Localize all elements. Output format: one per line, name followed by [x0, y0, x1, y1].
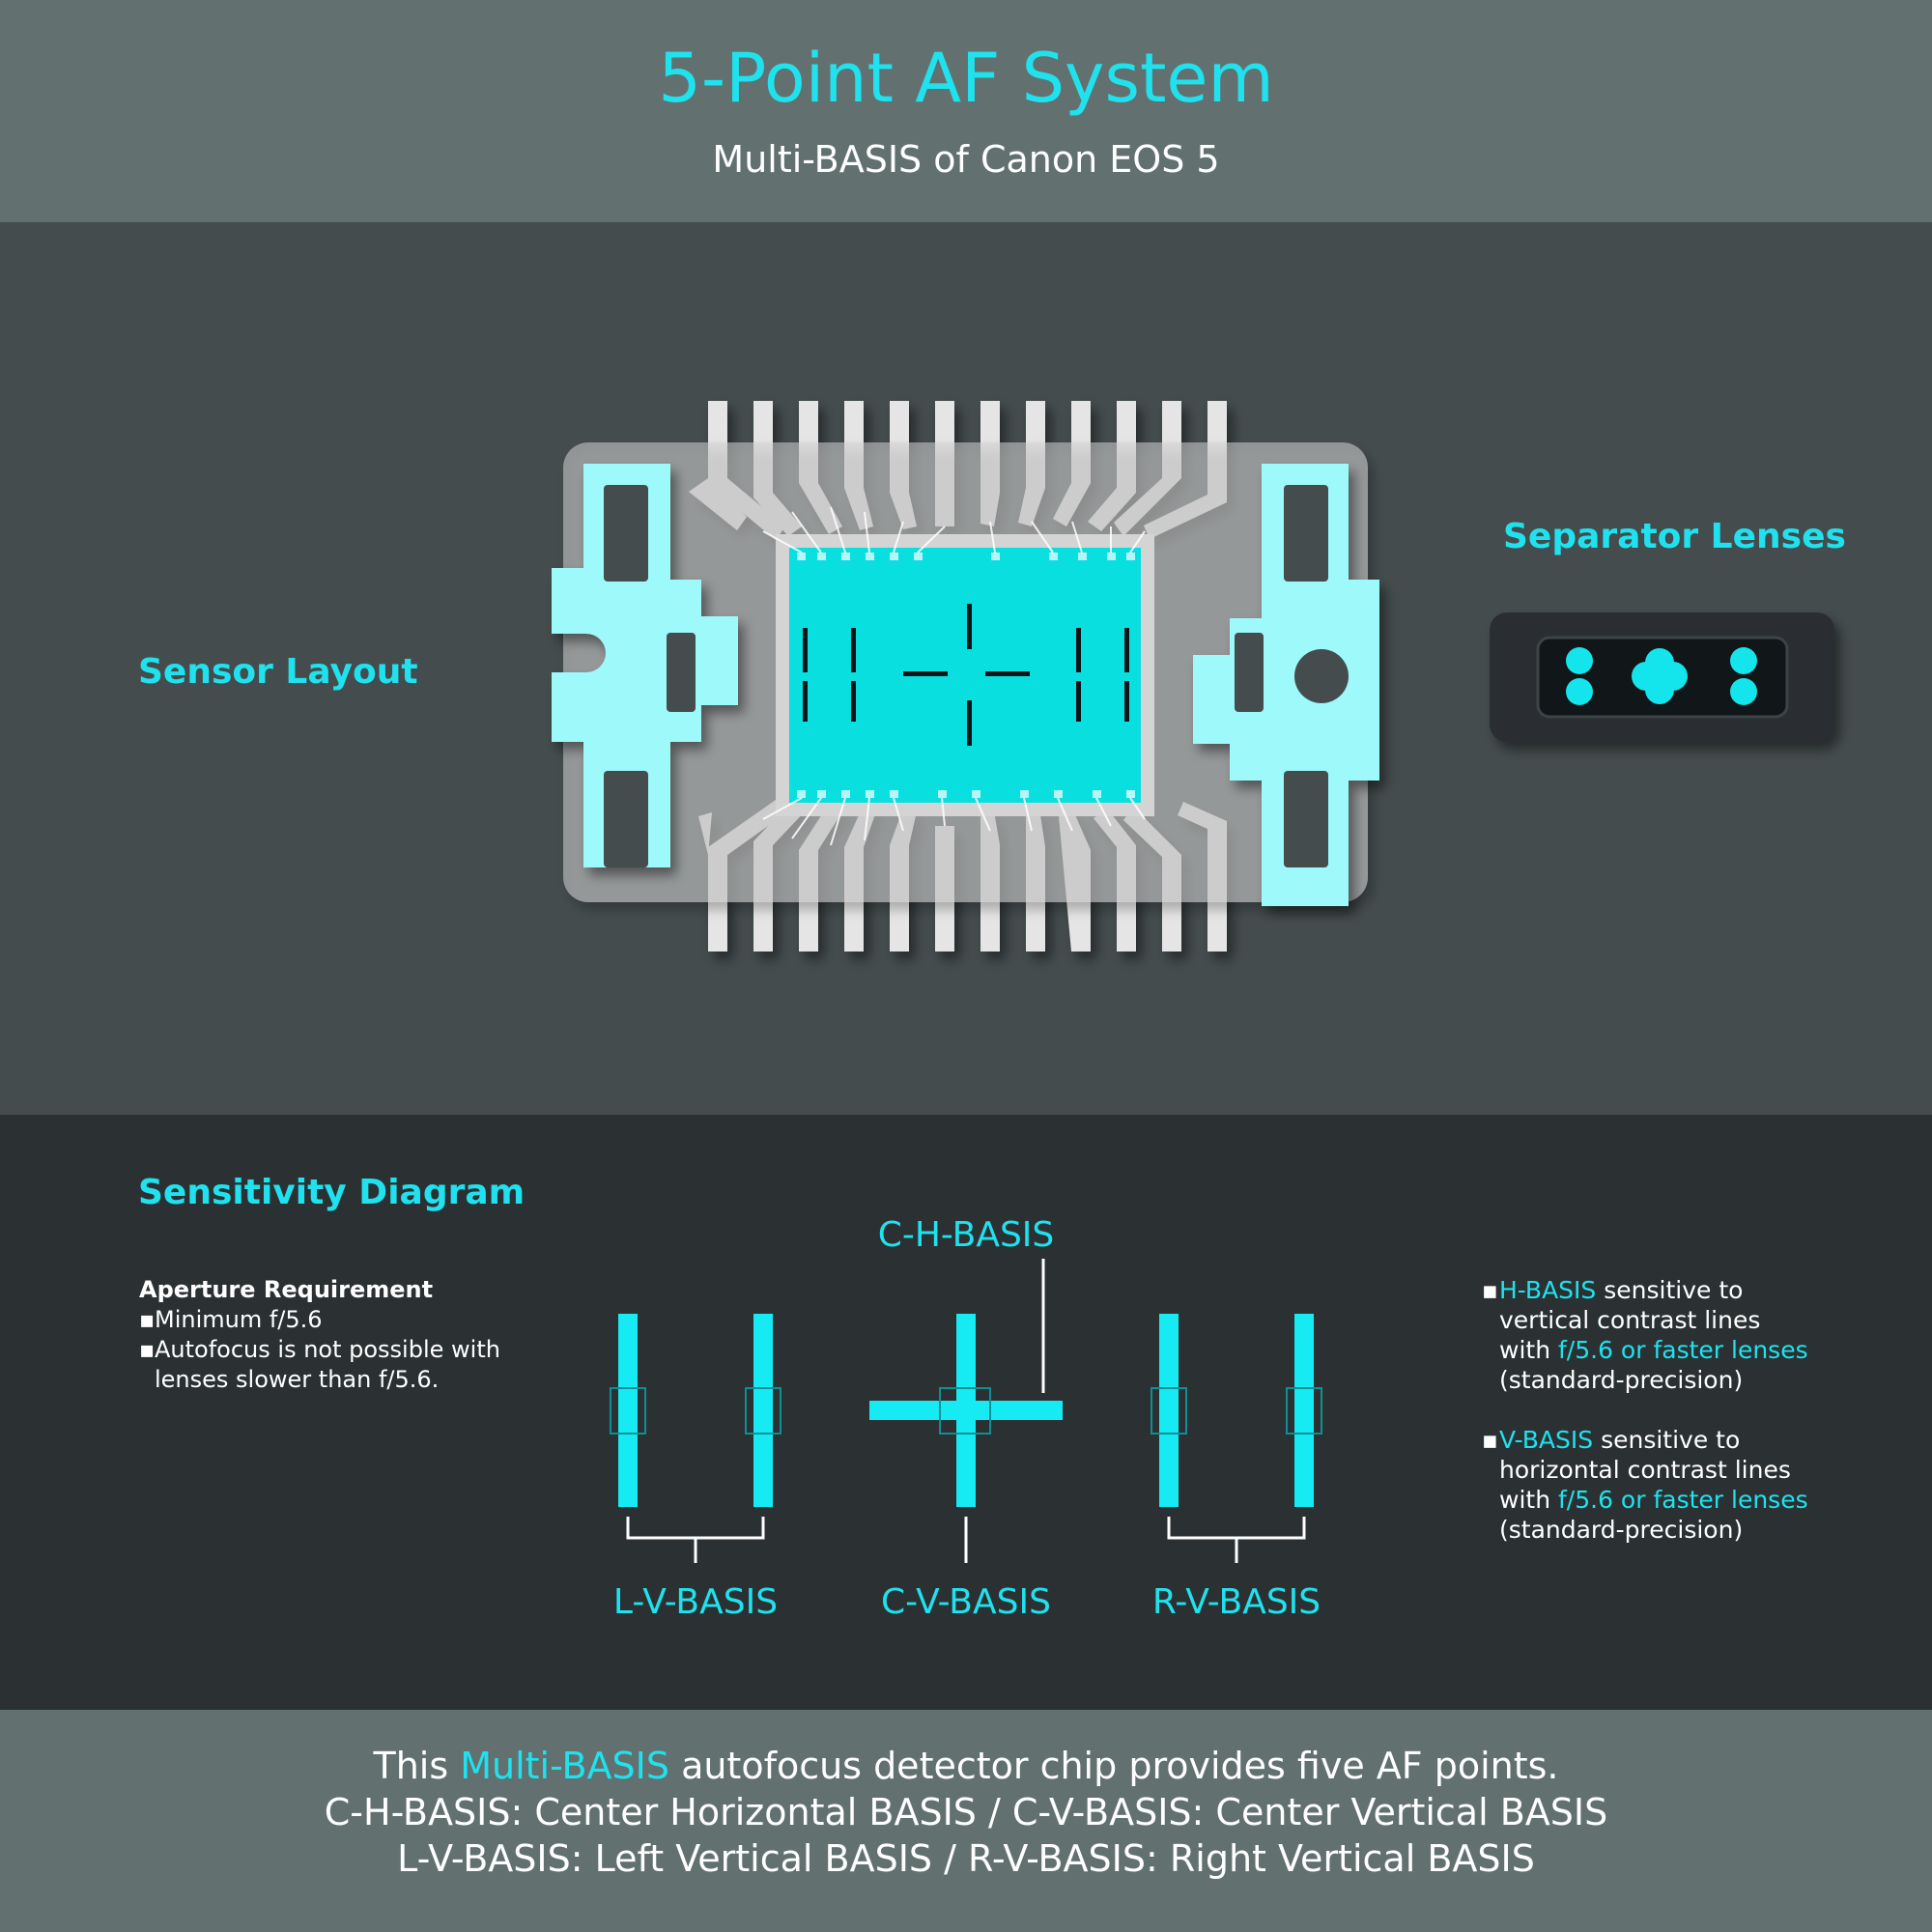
r-v-basis-label: R-V-BASIS: [1152, 1582, 1321, 1622]
basis-line-icon: C-H-BASIS L-V-BASIS C-V-BASIS R-V-BASIS: [610, 1215, 1322, 1622]
h-basis-note: ▪ H-BASIS sensitive to vertical contrast…: [1482, 1276, 1808, 1394]
aperture-bullet: lenses slower than f/5.6.: [155, 1366, 440, 1393]
footer-band: [0, 1710, 1932, 1932]
separator-lens-icon: [1490, 612, 1834, 742]
aperture-heading: Aperture Requirement: [139, 1276, 434, 1303]
separator-lenses-heading: Separator Lenses: [1503, 517, 1846, 556]
header-band: [0, 0, 1932, 222]
aperture-requirement: Aperture Requirement ▪Minimum f/5.6 ▪Aut…: [139, 1275, 500, 1395]
basis-notes: ▪ H-BASIS sensitive to vertical contrast…: [1482, 1275, 1808, 1575]
l-v-basis-label: L-V-BASIS: [613, 1582, 778, 1622]
c-v-basis-label: C-V-BASIS: [881, 1582, 1051, 1622]
af-sensor-chip-icon: [552, 401, 1379, 952]
sensitivity-diagram-heading: Sensitivity Diagram: [138, 1173, 526, 1212]
v-basis-note: ▪ V-BASIS sensitive to horizontal contra…: [1482, 1426, 1808, 1544]
footer-line-3: L-V-BASIS: Left Vertical BASIS / R-V-BAS…: [397, 1837, 1535, 1880]
page-subtitle: Multi-BASIS of Canon EOS 5: [712, 138, 1220, 181]
footer-line-2: C-H-BASIS: Center Horizontal BASIS / C-V…: [324, 1791, 1608, 1833]
page-title: 5-Point AF System: [658, 39, 1274, 118]
c-h-basis-label: C-H-BASIS: [878, 1215, 1055, 1255]
aperture-bullet: ▪Autofocus is not possible with: [139, 1336, 500, 1363]
sensor-layout-heading: Sensor Layout: [138, 652, 418, 692]
footer-line-1: This Multi-BASIS autofocus detector chip…: [373, 1745, 1559, 1787]
aperture-bullet: ▪Minimum f/5.6: [139, 1306, 323, 1333]
